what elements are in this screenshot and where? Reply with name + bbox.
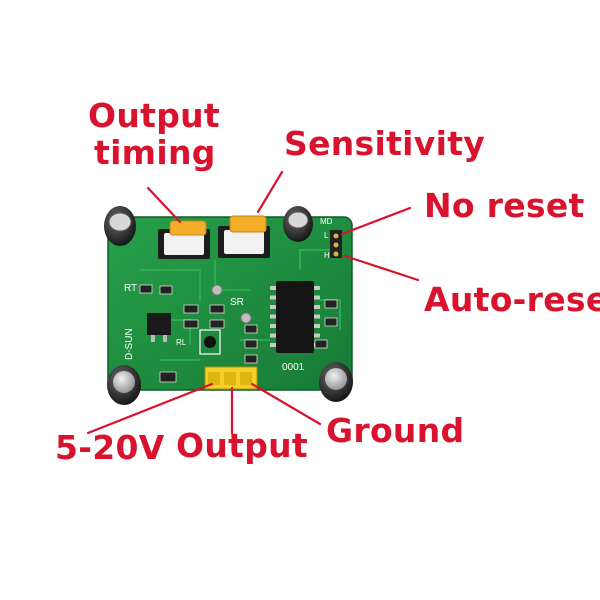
leader-auto-reset: [343, 254, 420, 282]
ic-pin: [314, 295, 320, 300]
ic-chip: [270, 281, 320, 353]
ic-pin: [314, 286, 320, 290]
timing-potentiometer: [158, 220, 210, 259]
silk-sr: SR: [230, 297, 244, 308]
callout-auto-reset: Auto-reset: [424, 280, 600, 319]
callout-output-timing-line2: timing: [94, 132, 216, 172]
sensitivity-potentiometer: [218, 215, 270, 258]
silk-chip: 0001: [282, 362, 305, 373]
silk-rl: RL: [176, 338, 187, 347]
ic-pin: [314, 324, 320, 328]
spacer-bottom-right: [319, 362, 353, 402]
leader-ground: [250, 382, 322, 426]
pin-header: [204, 366, 258, 390]
silk-rt: RT: [124, 283, 137, 294]
leader-sensitivity: [256, 170, 284, 214]
transistor: [211, 284, 252, 324]
ic-pin: [270, 286, 276, 290]
silk-md: MD: [320, 217, 333, 226]
ic-pin: [270, 295, 276, 300]
diode-d1: [199, 329, 221, 355]
ic-pin: [270, 305, 276, 309]
callout-output-timing-line1: Output: [88, 96, 221, 135]
ic-pin: [270, 324, 276, 328]
smd-components: [139, 284, 338, 383]
ic-pin: [314, 305, 320, 309]
mounting-spacers: [104, 206, 353, 405]
spacer-top-right: [283, 206, 313, 242]
silk-pin-label-out: OUT: [224, 392, 237, 398]
silk-pin-label-vcc: VCC: [208, 392, 221, 398]
leader-output-timing: [146, 186, 182, 224]
ic-pin: [270, 314, 276, 319]
leader-supply: [86, 382, 214, 435]
ic-pin: [270, 343, 276, 347]
ic-pin: [270, 333, 276, 338]
callout-ground: Ground: [326, 411, 465, 450]
spacer-top-left: [104, 206, 136, 246]
silk-pin-label-gnd: GND: [240, 392, 254, 398]
leader-lines: [86, 170, 420, 435]
callout-no-reset: No reset: [424, 186, 585, 225]
callout-supply-voltage: 5-20V: [55, 428, 165, 467]
silk-jumper-h: H: [324, 251, 330, 260]
spacer-bottom-left: [107, 365, 141, 405]
leader-no-reset: [340, 206, 412, 236]
callout-sensitivity: Sensitivity: [284, 124, 486, 163]
ic-pin: [314, 333, 320, 338]
ic-pin: [314, 314, 320, 319]
trigger-jumper: [330, 230, 342, 258]
callout-output-timing: Output timing: [88, 96, 221, 172]
silk-jumper-l: L: [324, 231, 329, 240]
voltage-regulator: [147, 313, 171, 342]
silk-brand: D-SUN: [124, 328, 135, 360]
callout-output: Output: [176, 426, 309, 465]
